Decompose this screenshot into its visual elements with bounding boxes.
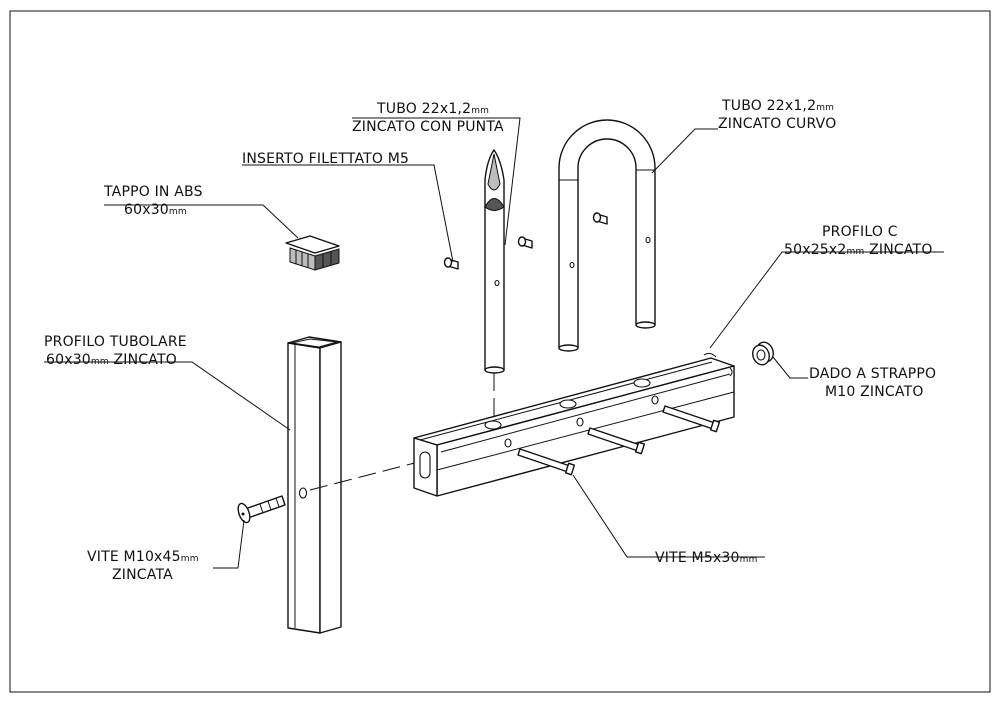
tappo-abs-part <box>285 235 340 271</box>
tubo-con-punta-part <box>484 149 505 420</box>
label-vite-m10-line1: VITE M10x45mm <box>87 549 199 565</box>
label-tubo-curvo-line2: ZINCATO CURVO <box>718 116 836 132</box>
dado-a-strappo-part <box>752 341 774 366</box>
assembly-axis <box>309 459 427 491</box>
leader-lines <box>44 117 944 569</box>
label-profilo-tubolare-line1: PROFILO TUBOLARE <box>44 334 187 350</box>
label-inserto-filettato: INSERTO FILETTATO M5 <box>242 151 409 167</box>
vite-m5-part <box>517 405 721 476</box>
label-profilo-c-line2: 50x25x2mm ZINCATO <box>784 242 933 258</box>
label-dado-line2: M10 ZINCATO <box>825 384 924 400</box>
label-vite-m10-line2: ZINCATA <box>112 567 173 583</box>
inserto-filettato-part <box>443 212 608 270</box>
tubo-curvo-part <box>558 119 656 352</box>
label-profilo-tubolare-line2: 60x30mm ZINCATO <box>46 352 177 368</box>
label-tubo-curvo-line1: TUBO 22x1,2mm <box>721 98 834 114</box>
label-profilo-c-line1: PROFILO C <box>822 224 898 240</box>
vite-m10-part <box>237 495 286 524</box>
profilo-tubolare-part <box>287 336 342 634</box>
label-tubo-punta-line1: TUBO 22x1,2mm <box>376 101 489 117</box>
label-vite-m5: VITE M5x30mm <box>655 550 758 566</box>
label-tubo-punta-line2: ZINCATO CON PUNTA <box>352 119 504 135</box>
label-tappo-line1: TAPPO IN ABS <box>103 184 203 200</box>
label-tappo-line2: 60x30mm <box>124 202 187 218</box>
profilo-c-part <box>413 352 735 497</box>
sheet-frame <box>9 10 991 693</box>
label-dado-line1: DADO A STRAPPO <box>809 366 936 382</box>
